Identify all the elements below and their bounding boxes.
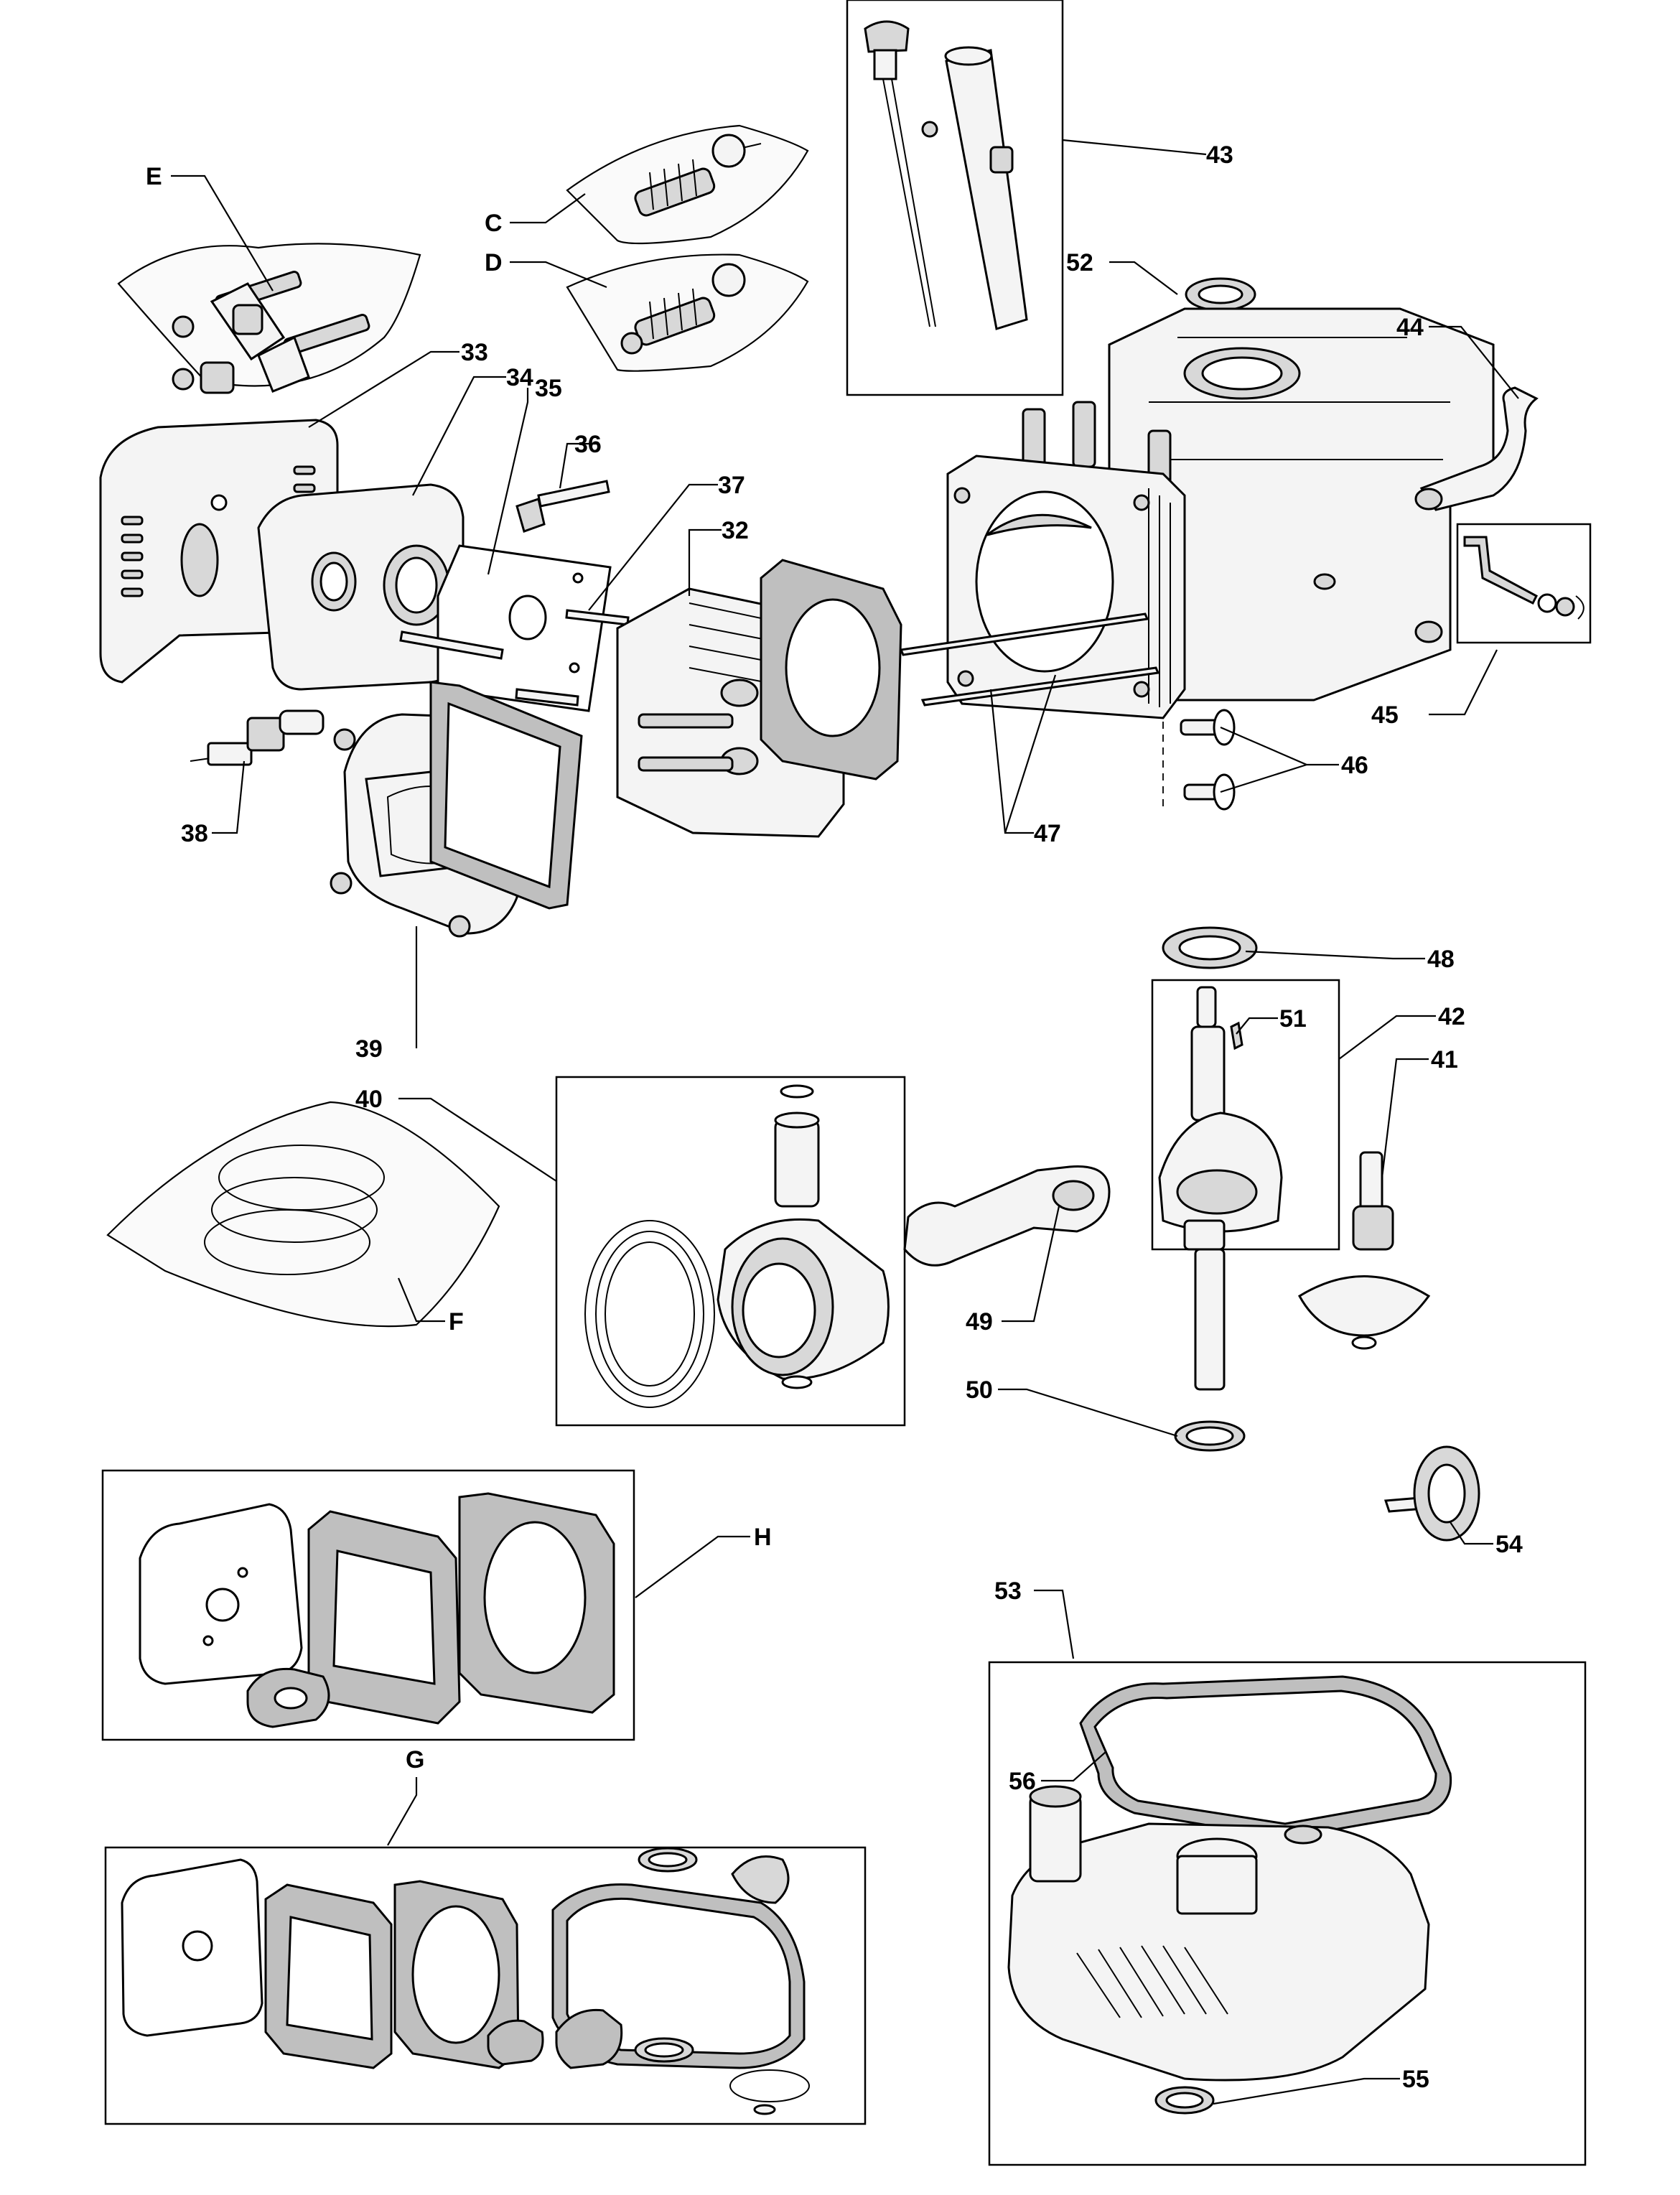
part-e-rocker-kit (117, 243, 421, 394)
part-44-breather-tube (1414, 386, 1539, 511)
callout-D: D (485, 249, 503, 276)
callout-47: 47 (1034, 820, 1061, 847)
callout-42: 42 (1438, 1003, 1465, 1030)
callout-52: 52 (1066, 249, 1093, 276)
kit-g-gasket-set (121, 1847, 810, 2115)
callout-G: G (406, 1746, 424, 1774)
callout-C: C (485, 210, 503, 237)
engine-crankcase-block (1022, 307, 1495, 702)
head-gasket (760, 559, 902, 780)
engine-cylinder-barrel (946, 455, 1186, 719)
callout-labels: E C D 43 52 44 33 34 35 36 37 32 38 45 4… (146, 141, 1523, 2093)
part-41-camshaft (1297, 1151, 1431, 1350)
callout-35: 35 (535, 375, 562, 402)
kit-box-G-gaskets (104, 1846, 867, 2125)
callout-54: 54 (1495, 1531, 1523, 1558)
kit-box-42-crankshaft (1151, 979, 1340, 1251)
part-47-push-rods (899, 612, 1160, 707)
part-53-crankcase-cover (1007, 1785, 1430, 2082)
kit-box-40-piston (555, 1076, 906, 1427)
part-38-spark-plug (190, 709, 325, 766)
callout-49: 49 (966, 1308, 993, 1336)
callout-44: 44 (1396, 314, 1424, 341)
callout-45: 45 (1371, 702, 1399, 729)
callout-48: 48 (1427, 946, 1455, 973)
part-52-oil-seal (1185, 277, 1256, 312)
part-45-governor-lever (1463, 536, 1585, 620)
callout-43: 43 (1206, 141, 1233, 169)
part-f-piston-rings-bag (106, 1101, 500, 1328)
callout-H: H (754, 1524, 772, 1551)
part-42-crankshaft (1158, 986, 1283, 1391)
part-56-crankcase-gasket (1079, 1675, 1452, 1840)
callout-53: 53 (994, 1577, 1022, 1605)
callout-38: 38 (181, 820, 208, 847)
callout-36: 36 (574, 431, 602, 458)
callout-41: 41 (1431, 1046, 1458, 1073)
part-54-governor-assembly (1383, 1445, 1480, 1542)
valve-cover-gasket (429, 681, 583, 910)
part-37-studs (399, 609, 630, 707)
part-34-muffler (257, 483, 465, 691)
part-35-muffler-gasket (437, 544, 612, 712)
callout-39: 39 (355, 1035, 383, 1063)
part-c-valve-spring-bag (566, 124, 809, 245)
callout-50: 50 (966, 1376, 993, 1404)
part-43-dipstick-tube (864, 20, 1028, 330)
callout-56: 56 (1009, 1768, 1036, 1795)
part-55-oil-seal (1154, 2086, 1215, 2115)
part-49-connecting-rod (903, 1165, 1111, 1267)
leader-lines (171, 139, 1519, 2105)
part-51-key (1230, 1021, 1243, 1050)
callout-33: 33 (461, 339, 488, 366)
callout-E: E (146, 163, 162, 190)
kit-box-53-crankcase-cover (988, 1661, 1587, 2166)
kit-box-43-dipstick (846, 0, 1064, 396)
part-36-bolt (515, 480, 610, 533)
part-48-bearing (1162, 926, 1258, 969)
part-50-washer (1174, 1420, 1246, 1452)
callout-34: 34 (506, 364, 533, 391)
callout-51: 51 (1279, 1005, 1307, 1033)
callout-F: F (449, 1308, 464, 1336)
part-46-dowel-pins (1180, 709, 1236, 811)
callout-40: 40 (355, 1086, 383, 1113)
callout-32: 32 (722, 517, 749, 544)
kit-h-gasket-set (139, 1492, 615, 1728)
callout-55: 55 (1402, 2066, 1429, 2093)
part-d-valve-spring-bag (566, 253, 809, 372)
kit-box-45-lever (1456, 523, 1592, 644)
part-40-piston-kit (584, 1084, 890, 1408)
kit-box-H-gaskets (101, 1469, 635, 1741)
callout-37: 37 (718, 472, 745, 499)
callout-46: 46 (1341, 752, 1368, 779)
